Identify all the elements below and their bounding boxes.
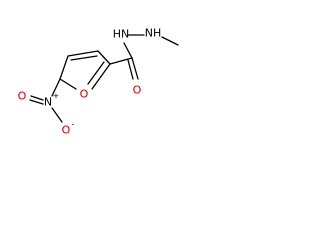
hydrazide-nh-2-label: NH — [145, 27, 162, 40]
bond-nitro-o-double-1 — [30, 95, 44, 101]
bond-nitro-o-single — [51, 107, 63, 123]
nitro-minus-label: - — [72, 120, 75, 129]
bond-nh-methyl — [161, 36, 179, 46]
bond-ring-c4-c5 — [59, 55, 69, 80]
bond-ring-o-c2-double — [87, 61, 105, 85]
bond-ring-c3-c4 — [67, 50, 99, 57]
bond-ring-c5-o — [59, 78, 77, 90]
bond-ring-c2-c3 — [97, 50, 111, 65]
bond-ring-o-c2 — [91, 63, 111, 90]
hydrazide-nh-1-label: HN — [113, 28, 130, 41]
bond-carbonyl-double-1 — [131, 57, 139, 80]
nitro-nitrogen-label: N — [44, 96, 52, 109]
bond-c5-nitro — [51, 78, 61, 97]
bond-ring-c3-c4-double — [70, 55, 98, 61]
ring-oxygen-label: O — [80, 88, 89, 101]
nitro-plus-label: + — [53, 92, 60, 101]
structure-canvas: O O HN NH N + O O - — [0, 0, 201, 153]
nitro-oxygen-double-label: O — [18, 90, 27, 103]
nitro-oxygen-single-label: O — [62, 124, 71, 137]
molecule-drawing: O O HN NH N + O O - — [18, 27, 179, 137]
bond-c2-carbonyl — [109, 57, 133, 65]
bond-nitro-o-double-2 — [29, 99, 44, 105]
bond-carbonyl-double-2 — [127, 59, 134, 80]
bond-carbonyl-nh — [123, 42, 133, 59]
carbonyl-oxygen-label: O — [133, 84, 142, 97]
